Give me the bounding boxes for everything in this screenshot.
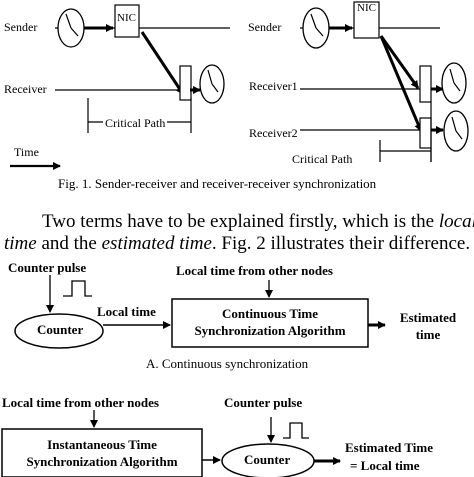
fig2a-caption: A. Continuous synchronization xyxy=(146,356,309,371)
fig1-left-diagram xyxy=(10,4,230,170)
sender2-label: Sender xyxy=(248,20,282,34)
fig2b-estimated-line1: Estimated Time xyxy=(345,440,433,455)
paragraph-line-1: Two terms have to be explained firstly, … xyxy=(4,211,474,233)
fig2a-counter-label: Counter xyxy=(37,322,84,337)
receiver-label: Receiver xyxy=(4,82,47,96)
receiver1-label: Receiver1 xyxy=(249,79,298,93)
fig2b-algorithm-box: Instantaneous Time Synchronization Algor… xyxy=(2,436,202,470)
nic-label: NIC xyxy=(117,12,136,24)
nic2-label: NIC xyxy=(357,2,376,14)
fig2a-estimated-line2: time xyxy=(415,327,441,342)
fig2b-diagram xyxy=(1,410,341,477)
fig2b-box-line1: Instantaneous Time xyxy=(47,437,157,452)
fig2a-estimated-line1: Estimated xyxy=(399,310,457,325)
critical-path-label: Critical Path xyxy=(103,116,168,131)
para-text-1b: local xyxy=(438,211,474,232)
paragraph-line-2: time and the estimated time. Fig. 2 illu… xyxy=(4,233,470,255)
fig2b-estimated-line2: = Local time xyxy=(350,458,420,473)
fig2a-local-time-label: Local time xyxy=(97,304,156,319)
fig2a-diagram xyxy=(14,275,386,349)
fig2a-algorithm-box: Continuous Time Synchronization Algorith… xyxy=(172,305,368,339)
fig2a-estimated: Estimated time xyxy=(392,309,464,343)
fig2b-local-from-nodes-label: Local time from other nodes xyxy=(2,395,159,410)
fig1-caption: Fig. 1. Sender-receiver and receiver-rec… xyxy=(58,176,377,191)
fig2a-box-line1: Continuous Time xyxy=(222,306,318,321)
fig2b-box-line2: Synchronization Algorithm xyxy=(26,454,178,469)
fig2b-counter-label: Counter xyxy=(244,452,291,467)
critical-path2-label: Critical Path xyxy=(292,152,353,166)
para-text-2b: and the xyxy=(36,233,102,254)
fig2a-counter-pulse-label: Counter pulse xyxy=(8,260,87,275)
time-label: Time xyxy=(14,145,39,159)
fig2b-counter-pulse-label: Counter pulse xyxy=(224,395,303,410)
fig2a-local-from-nodes-label: Local time from other nodes xyxy=(176,263,333,278)
para-text-2d: . Fig. 2 illustrates their difference. xyxy=(211,233,471,254)
fig1-right-diagram xyxy=(300,1,469,162)
para-text-2a: time xyxy=(4,233,37,254)
fig2a-box-line2: Synchronization Algorithm xyxy=(194,323,346,338)
para-text-1a: Two terms have to be explained firstly, … xyxy=(42,211,439,232)
sender-label: Sender xyxy=(4,20,38,34)
receiver2-label: Receiver2 xyxy=(249,126,298,140)
para-text-2c: estimated time xyxy=(101,233,212,254)
